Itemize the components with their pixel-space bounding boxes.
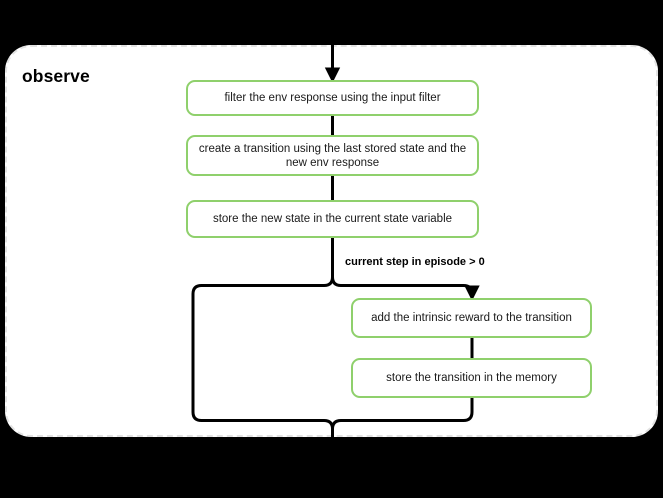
observe-group-title: observe [22,66,90,86]
branch-condition-label: current step in episode > 0 [345,256,485,268]
node-create-transition[interactable]: create a transition using the last store… [186,135,479,176]
node-store-transition-memory[interactable]: store the transition in the memory [351,358,592,398]
node-add-intrinsic-reward[interactable]: add the intrinsic reward to the transiti… [351,298,592,338]
node-filter-env-response[interactable]: filter the env response using the input … [186,80,479,116]
node-store-new-state[interactable]: store the new state in the current state… [186,200,479,238]
